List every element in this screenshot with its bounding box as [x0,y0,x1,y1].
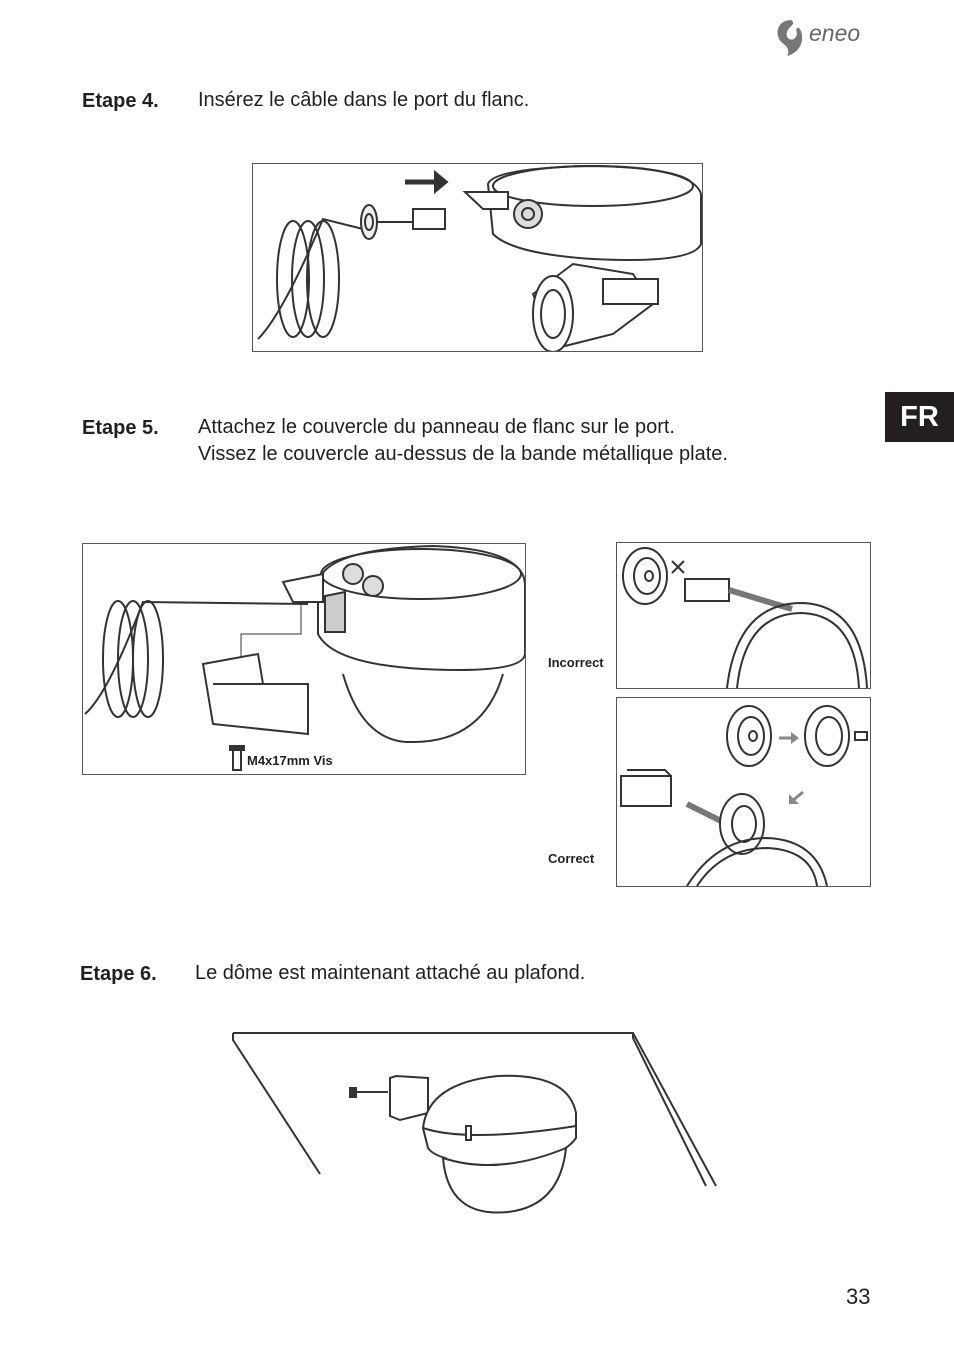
logo-text: eneo [809,20,861,46]
eneo-logo: eneo [775,18,875,58]
step-5-label: Etape 5. [82,417,159,439]
page-number: 33 [846,1284,871,1309]
step-4-label: Etape 4. [82,90,159,112]
step-4-text: Insérez le câble dans le port du flanc. [198,89,530,111]
figure-dome-ceiling [232,1032,717,1214]
figure-incorrect [616,542,871,689]
step-6-text: Le dôme est maintenant attaché au plafon… [195,962,586,984]
figure-side-cover: M4x17mm Vis [82,543,526,775]
correct-label: Correct [548,851,595,866]
language-tab: FR [885,392,954,442]
step-6-label: Etape 6. [80,963,157,985]
eneo-logo-icon [777,20,803,56]
screw-label: M4x17mm Vis [247,753,333,768]
figure-correct [616,697,871,887]
step-5-text-line-1: Attachez le couvercle du panneau de flan… [198,416,675,438]
incorrect-label: Incorrect [548,655,604,670]
step-5-text-line-2: Vissez le couvercle au-dessus de la band… [198,443,728,465]
figure-cable-insertion [252,163,703,352]
